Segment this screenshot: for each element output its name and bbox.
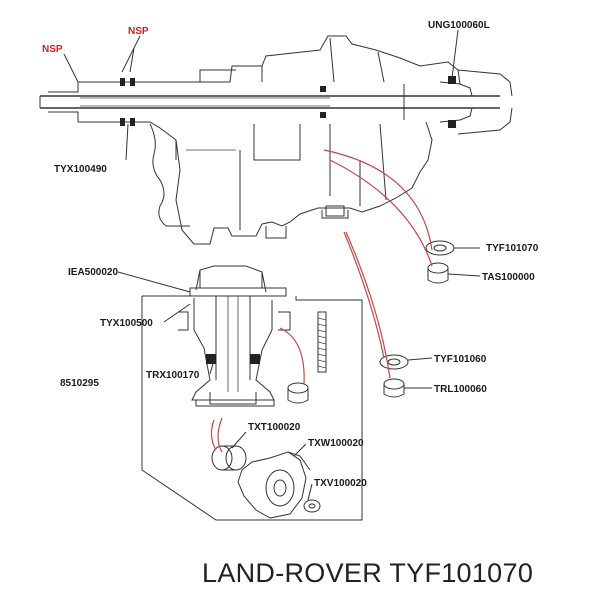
washer-tyf101060: [379, 354, 409, 370]
threaded-stud: [317, 311, 327, 373]
plug-trl100060: [383, 378, 405, 398]
transfer-case-housing: [39, 35, 513, 245]
label-tas100000: TAS100000: [482, 272, 535, 283]
label-tyx100490: TYX100490: [54, 164, 107, 175]
label-txw100020: TXW100020: [308, 438, 364, 449]
label-tyx100500: TYX100500: [100, 318, 153, 329]
label-nsp-left: NSP: [42, 44, 63, 55]
label-8510295: 8510295: [60, 378, 99, 389]
label-txt100020: TXT100020: [248, 422, 301, 433]
seal-trx100170: [287, 382, 309, 404]
label-trl100060: TRL100060: [434, 384, 487, 395]
part-caption: LAND-ROVER TYF101070: [202, 558, 533, 588]
reference-arcs: [210, 149, 433, 453]
label-trx100170: TRX100170: [146, 370, 200, 381]
label-nsp-top: NSP: [128, 26, 149, 37]
label-txv100020: TXV100020: [314, 478, 367, 489]
label-tyf101060: TYF101060: [434, 354, 487, 365]
flange-assembly: [211, 445, 321, 519]
label-iea500020: IEA500020: [68, 267, 118, 278]
label-ung100060l: UNG100060L: [428, 20, 490, 31]
plug-tas100000: [427, 262, 449, 284]
leader-lines: [63, 29, 481, 501]
label-tyf101070: TYF101070: [486, 243, 539, 254]
